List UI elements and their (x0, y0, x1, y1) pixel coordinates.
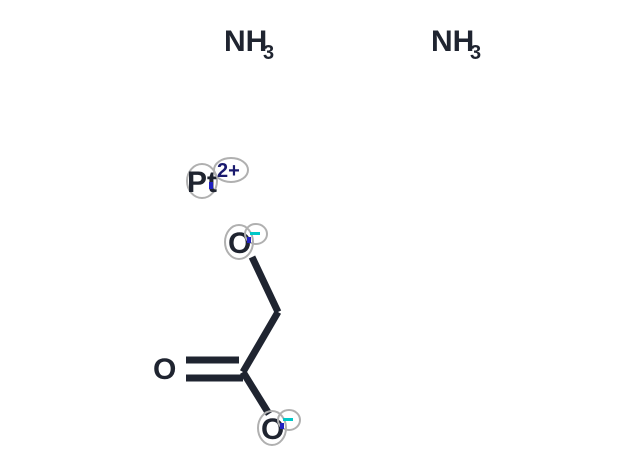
bond-group (186, 255, 282, 416)
bond-carboxyl-c-double-o (186, 356, 243, 382)
oxygen-upper-halo-ellipse (224, 224, 254, 260)
bond-carboxyl-c-to-o-lower (240, 370, 272, 416)
bond-ch2-to-carboxyl-c (239, 310, 282, 374)
oxygen-lower-charge-minus (283, 418, 293, 421)
oxygen-upper-charge-halo-ellipse (244, 223, 268, 245)
ammine-2-label: NH (431, 25, 474, 58)
ammine-ligand-2: NH 3 (431, 25, 481, 64)
oxygen-lower-charge-tick (280, 423, 284, 429)
oxygen-lower-charge-halo-ellipse (277, 409, 301, 431)
bond-o-upper-to-ch2 (248, 255, 282, 314)
oxygen-upper-anion: O (224, 223, 268, 260)
oxygen-upper-label: O (228, 227, 251, 260)
ammine-1-subscript: 3 (263, 42, 274, 64)
oxygen-lower-anion: O (257, 409, 301, 446)
oxygen-lower-halo-ellipse (257, 410, 287, 446)
platinum-charge-label: 2+ (217, 160, 240, 182)
oxygen-upper-charge-tick (247, 237, 251, 243)
platinum-center: Pt 2+ (186, 157, 249, 199)
platinum-halo-ellipse (186, 163, 218, 199)
oxygen-carbonyl: O (153, 353, 176, 386)
platinum-charge-halo-ellipse (213, 157, 249, 183)
oxygen-lower-label: O (261, 413, 284, 446)
ammine-ligand-1: NH 3 (224, 25, 274, 64)
ammine-1-label: NH (224, 25, 267, 58)
ammine-2-subscript: 3 (470, 42, 481, 64)
platinum-charge-tick (209, 182, 213, 189)
oxygen-carbonyl-label: O (153, 353, 176, 386)
oxygen-upper-charge-minus (250, 232, 260, 235)
